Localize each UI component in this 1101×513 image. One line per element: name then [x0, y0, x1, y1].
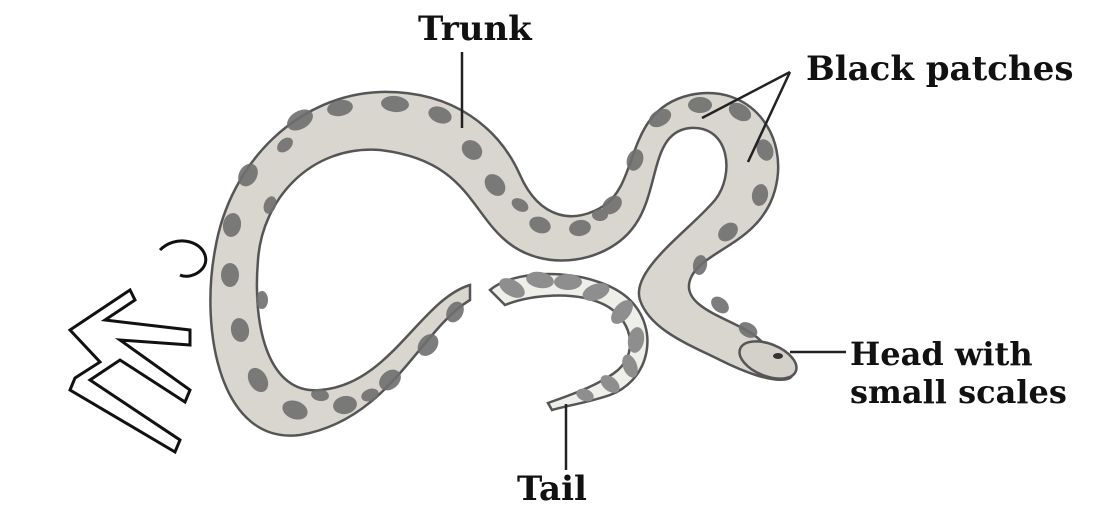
black-patch	[688, 97, 712, 113]
watermark	[70, 241, 206, 452]
label-head-line2: small scales	[850, 374, 1067, 412]
label-tail: Tail	[517, 472, 587, 506]
label-black-patches: Black patches	[806, 52, 1073, 86]
black-patch	[256, 291, 268, 309]
label-trunk: Trunk	[418, 12, 532, 46]
tail-band	[554, 274, 582, 290]
label-head-with-small-scales: Head with small scales	[850, 336, 1067, 412]
black-patch	[221, 263, 239, 287]
label-head-line1: Head with	[850, 336, 1067, 374]
black-patch	[592, 209, 608, 221]
snake-eye	[773, 353, 783, 359]
